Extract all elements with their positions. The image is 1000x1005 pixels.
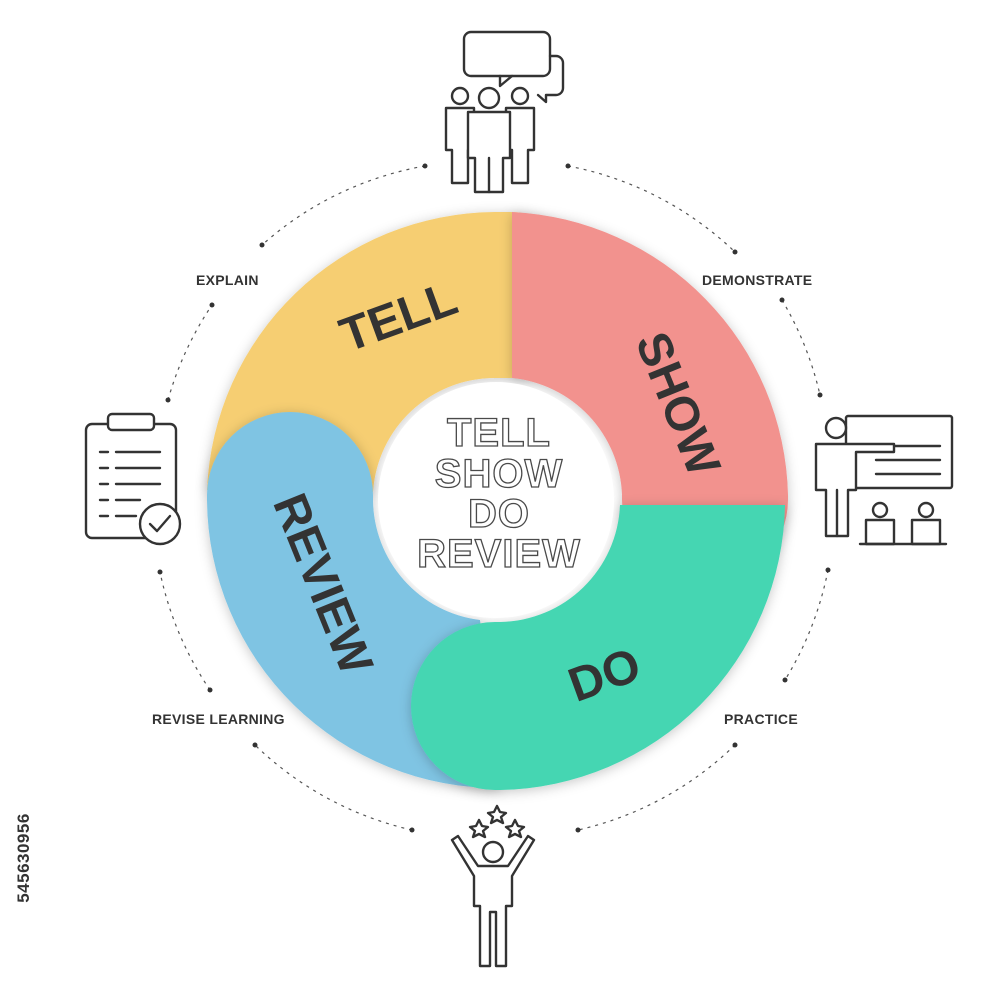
stage-label-practice: PRACTICE xyxy=(724,711,798,727)
segment-show xyxy=(512,212,788,583)
stock-id-watermark: 545630956 xyxy=(4,758,44,958)
segment-do xyxy=(411,505,785,790)
celebrating-person-stars-icon xyxy=(450,804,536,968)
center-line-1: TELL xyxy=(447,411,551,455)
center-disc xyxy=(378,382,614,618)
presentation-board-icon xyxy=(814,414,954,546)
clipboard-checkmark-icon xyxy=(84,412,182,546)
stage-label-revise-learning: REVISE LEARNING xyxy=(152,711,285,727)
group-speech-bubble-icon xyxy=(444,30,565,194)
center-line-4: REVIEW xyxy=(417,532,581,576)
outer-dashed-ring xyxy=(157,163,831,833)
stage-label-demonstrate: DEMONSTRATE xyxy=(702,272,813,288)
stage-label-explain: EXPLAIN xyxy=(196,272,259,288)
cycle-ring xyxy=(207,212,788,790)
center-line-2: SHOW xyxy=(435,452,563,496)
center-line-3: DO xyxy=(468,492,530,536)
stock-id-text: 545630956 xyxy=(14,813,33,903)
